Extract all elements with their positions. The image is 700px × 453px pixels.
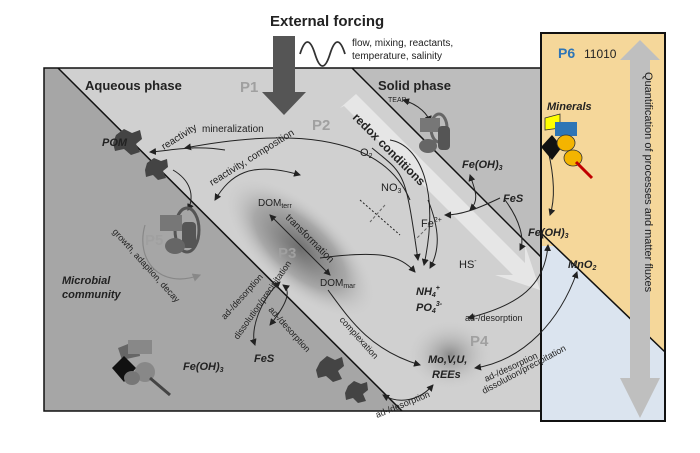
p1-label: P1	[240, 79, 258, 96]
no3-label: NO3	[381, 182, 402, 195]
mineral-panel-frame	[540, 32, 666, 422]
transformation-arrow	[269, 214, 331, 276]
reactivity-arrow	[149, 147, 226, 156]
growth-arrow	[142, 224, 202, 282]
minerals-label: Minerals	[547, 101, 592, 113]
mineral-shapes-grey-icon	[112, 340, 171, 397]
feoh3-mineral-label: Fe(OH)3	[528, 227, 569, 240]
external-forcing-arrow	[262, 36, 346, 115]
pom-microbe-arrow	[172, 169, 194, 211]
particle-bottom-icon	[316, 356, 368, 403]
p6-code: 11010	[584, 47, 617, 61]
teaps-label: TEAPS	[388, 97, 410, 106]
mno2-metals-arrow	[474, 271, 579, 371]
microbe-solid-icon	[419, 112, 450, 153]
quantification-label: Quantification of processes and matter f…	[642, 72, 654, 293]
metals-label-1: Mo,V,U,	[428, 354, 467, 366]
pom-label: POM	[102, 137, 128, 149]
redox-gradient-arrow	[340, 94, 540, 290]
microbial-label-2: community	[62, 289, 122, 301]
adsorption-right-label: ad-/desorption	[465, 313, 523, 323]
forcing-subtitle-2: temperature, salinity	[352, 51, 442, 62]
p3-label: P3	[278, 245, 296, 262]
forcing-subtitle-1: flow, mixing, reactants,	[352, 38, 453, 49]
aqueous-phase-label: Aqueous phase	[85, 78, 182, 93]
feoh3-solid-label: Fe(OH)3	[462, 159, 503, 172]
complexation-arrow	[327, 289, 421, 367]
dom-terr-label: DOMterr	[258, 198, 293, 210]
reactivity-composition-arrow	[214, 168, 301, 201]
mineralization-label: mineralization	[202, 124, 264, 135]
p4-label: P4	[470, 333, 489, 350]
nh4-label: NH4+	[416, 285, 440, 299]
fes-aqueous-label: FeS	[254, 353, 275, 365]
pom-icon	[113, 129, 142, 155]
po4-label: PO43-	[416, 301, 443, 315]
solid-phase-label: Solid phase	[378, 78, 451, 93]
mineralization-arrow	[184, 137, 411, 201]
microbial-label-1: Microbial	[62, 275, 111, 287]
process-arrows	[149, 98, 579, 402]
metals-particle-arrow	[382, 384, 434, 402]
wave-icon	[299, 41, 346, 67]
hs-label: HS-	[459, 258, 477, 271]
fes-solid-label: FeS	[503, 193, 524, 205]
minerals-icon	[541, 113, 594, 180]
p6-label: P6	[558, 45, 575, 61]
dom-mar-label: DOMmar	[320, 278, 356, 290]
p5-label: P5	[145, 232, 163, 249]
o2-arrow	[371, 147, 421, 261]
mno2-label: MnO2	[568, 259, 596, 272]
microbe-icon	[160, 206, 201, 254]
metals-label-2: REEs	[432, 369, 461, 381]
forcing-title: External forcing	[270, 13, 384, 30]
metals-cloud	[406, 319, 494, 391]
o2-label: O2	[360, 147, 373, 160]
dom-to-nh4-arrow	[319, 253, 416, 273]
particle-icon	[145, 158, 168, 180]
feoh3-fe2-arrow	[468, 174, 477, 211]
aqueous-boundary	[57, 67, 403, 412]
redox-to-nh4-arrow	[389, 139, 431, 266]
p2-label: P2	[312, 117, 330, 134]
feoh3-aqueous-label: Fe(OH)3	[183, 361, 224, 374]
quantification-arrow	[620, 378, 660, 418]
fe2-label: Fe2+	[421, 217, 442, 230]
